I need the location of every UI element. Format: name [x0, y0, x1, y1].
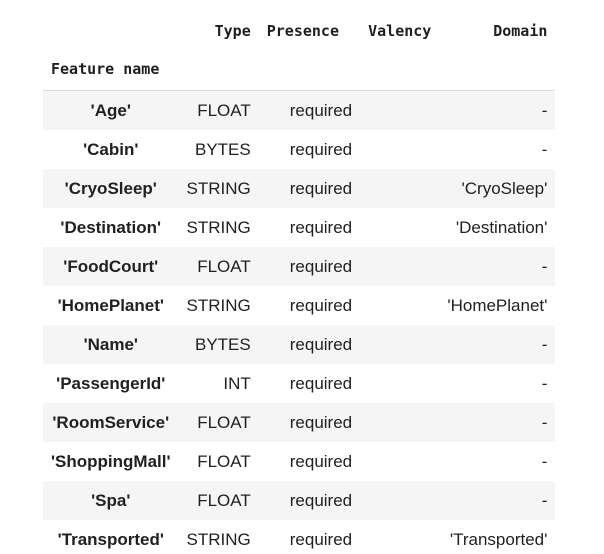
presence-cell: required [289, 490, 353, 510]
header-type: Type [214, 22, 251, 40]
domain-cell: - [541, 490, 548, 510]
domain-cell: - [541, 139, 548, 159]
table-row: 'ShoppingMall' FLOAT required - [43, 442, 556, 481]
table-row: 'FoodCourt' FLOAT required - [43, 247, 556, 286]
table-row: 'Cabin' BYTES required - [43, 130, 556, 169]
header-blank [360, 48, 440, 91]
presence-cell: required [289, 217, 353, 237]
presence-cell: required [289, 178, 353, 198]
domain-cell: 'HomePlanet' [447, 295, 548, 315]
valency-cell [360, 130, 439, 169]
presence-cell: required [289, 529, 353, 549]
header-blank [258, 48, 361, 91]
presence-cell: required [289, 256, 353, 276]
header-blank [178, 48, 259, 91]
feature-name-cell: 'RoomService' [52, 412, 170, 432]
feature-name-cell: 'Cabin' [83, 139, 139, 159]
header-presence: Presence [266, 22, 339, 40]
table-row: 'CryoSleep' STRING required 'CryoSleep' [43, 169, 556, 208]
valency-cell [360, 247, 439, 286]
table-row: 'HomePlanet' STRING required 'HomePlanet' [43, 286, 556, 325]
index-header-row: Feature name [43, 48, 556, 91]
type-cell: STRING [186, 295, 251, 315]
feature-name-cell: 'Destination' [60, 217, 162, 237]
presence-cell: required [289, 295, 353, 315]
table-row: 'PassengerId' INT required - [43, 364, 556, 403]
presence-cell: required [289, 100, 353, 120]
type-cell: FLOAT [197, 100, 251, 120]
domain-cell: 'Transported' [449, 529, 548, 549]
domain-cell: 'CryoSleep' [461, 178, 548, 198]
header-row: Type Presence Valency Domain [43, 14, 555, 48]
feature-name-cell: 'CryoSleep' [64, 178, 157, 198]
valency-cell [360, 91, 439, 131]
valency-cell [360, 403, 439, 442]
presence-cell: required [289, 373, 353, 393]
table-row: 'Name' BYTES required - [43, 325, 556, 364]
presence-cell: required [289, 334, 353, 354]
table-row: 'Spa' FLOAT required - [43, 481, 556, 520]
header-blank [439, 48, 556, 91]
valency-cell [360, 481, 439, 520]
presence-cell: required [289, 412, 353, 432]
domain-cell: - [541, 412, 548, 432]
table-row: 'Age' FLOAT required - [43, 90, 556, 131]
type-cell: STRING [186, 178, 251, 198]
type-cell: STRING [186, 217, 251, 237]
domain-cell: - [541, 373, 548, 393]
feature-name-cell: 'HomePlanet' [57, 295, 164, 315]
feature-name-cell: 'ShoppingMall' [51, 451, 171, 471]
type-cell: BYTES [195, 334, 251, 354]
valency-cell [360, 286, 439, 325]
valency-cell [360, 325, 439, 364]
type-cell: INT [223, 373, 251, 393]
valency-cell [360, 208, 439, 247]
table-body: 'Age' FLOAT required - 'Cabin' BYTES required -… [43, 90, 556, 554]
type-cell: FLOAT [197, 490, 251, 510]
presence-cell: required [289, 139, 353, 159]
feature-name-cell: 'Transported' [57, 529, 164, 549]
table-row: 'RoomService' FLOAT required - [43, 403, 556, 442]
feature-name-cell: 'Name' [83, 334, 138, 354]
valency-cell [360, 442, 439, 481]
feature-name-cell: 'FoodCourt' [63, 256, 159, 276]
type-cell: STRING [186, 529, 251, 549]
schema-table: Type Presence Valency Domain Feature nam… [43, 14, 556, 554]
type-cell: BYTES [195, 139, 251, 159]
table-row: 'Transported' STRING required 'Transported' [43, 520, 556, 554]
feature-name-cell: 'Age' [90, 100, 131, 120]
domain-cell: - [541, 256, 548, 276]
table-header: Type Presence Valency Domain Feature nam… [43, 14, 556, 91]
valency-cell [360, 520, 439, 554]
domain-cell: - [541, 451, 548, 471]
type-cell: FLOAT [197, 451, 251, 471]
domain-cell: - [541, 334, 548, 354]
type-cell: FLOAT [197, 412, 251, 432]
feature-name-cell: 'PassengerId' [56, 373, 166, 393]
feature-name-cell: 'Spa' [91, 490, 131, 510]
domain-cell: 'Destination' [455, 217, 548, 237]
table-row: 'Destination' STRING required 'Destination' [43, 208, 556, 247]
valency-cell [360, 169, 439, 208]
presence-cell: required [289, 451, 353, 471]
domain-cell: - [541, 100, 548, 120]
valency-cell [360, 364, 439, 403]
header-valency: Valency [368, 22, 432, 40]
type-cell: FLOAT [197, 256, 251, 276]
header-feature-name: Feature name [43, 48, 179, 91]
header-domain: Domain [493, 22, 548, 40]
header-blank [43, 14, 179, 48]
